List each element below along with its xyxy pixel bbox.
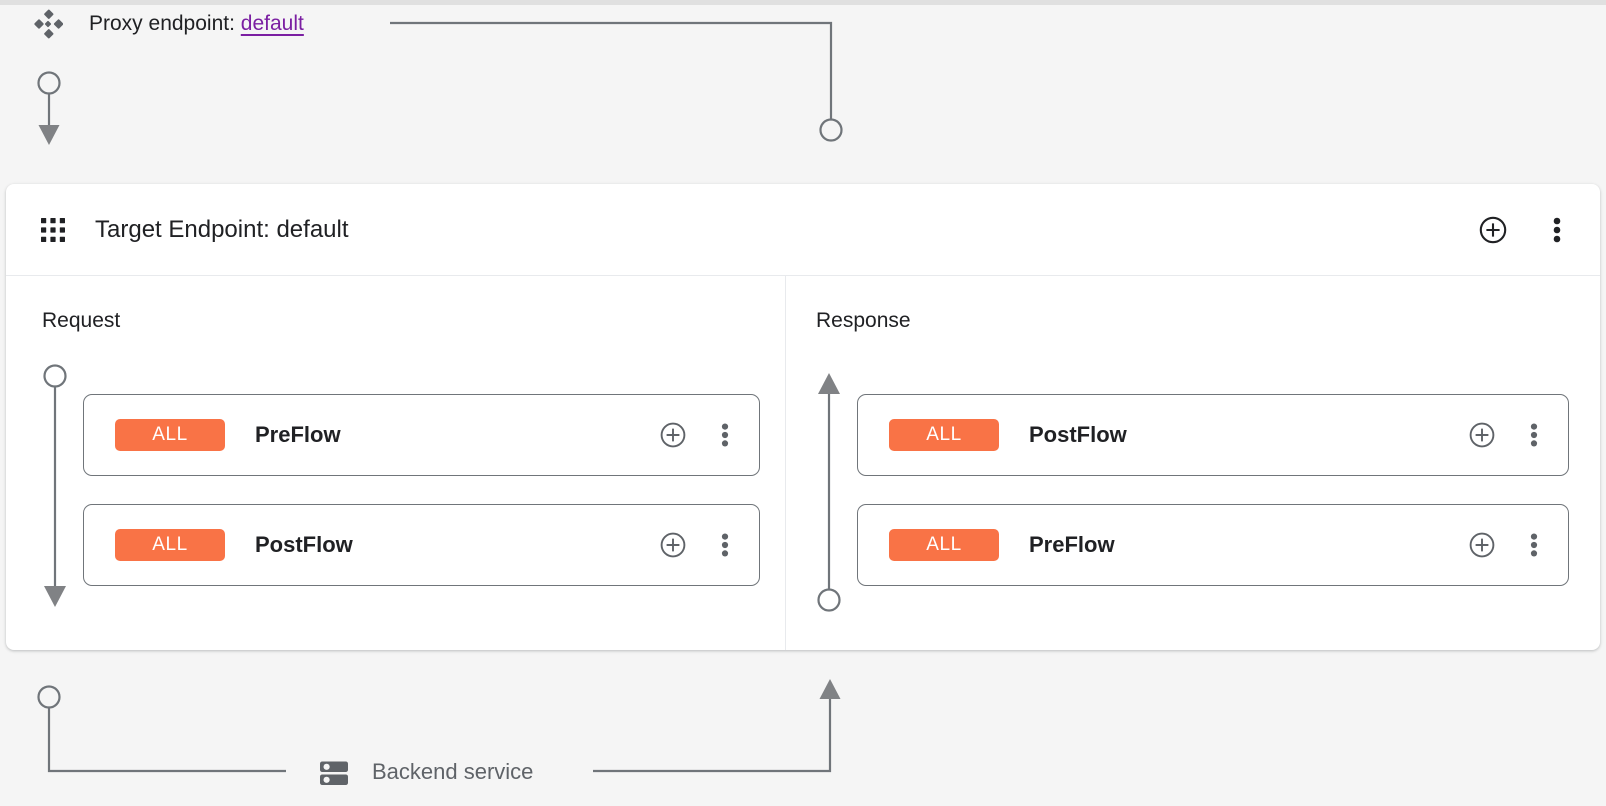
- kebab-menu-icon: [721, 532, 729, 558]
- add-policy-button[interactable]: [659, 421, 687, 449]
- plus-circle-icon: [660, 532, 686, 558]
- response-flow-rail: [817, 373, 841, 612]
- arrow-down-request-in: [38, 125, 60, 145]
- connector-target-to-backend: [47, 707, 286, 773]
- response-column: Response ALL PostFlow: [785, 276, 1599, 650]
- flow-more-button[interactable]: [711, 421, 739, 449]
- flow-card-actions: [1468, 531, 1548, 559]
- add-policy-button[interactable]: [1478, 215, 1508, 245]
- request-flow-rail: [43, 364, 67, 607]
- connector-node-request-in: [37, 71, 61, 95]
- grid-dots-icon: [40, 217, 66, 243]
- flow-more-button[interactable]: [711, 531, 739, 559]
- kebab-menu-icon: [721, 422, 729, 448]
- backend-service-row[interactable]: Backend service: [318, 752, 533, 792]
- rail-node-request-start: [43, 364, 67, 388]
- flow-badge: ALL: [115, 529, 225, 561]
- target-endpoint-header[interactable]: Target Endpoint: default: [6, 184, 1600, 276]
- flow-name: PreFlow: [1029, 532, 1115, 557]
- flow-badge: ALL: [889, 419, 999, 451]
- add-policy-button[interactable]: [659, 531, 687, 559]
- proxy-diamond-icon: [33, 9, 64, 39]
- request-column: Request ALL PreFlow: [6, 276, 785, 650]
- top-edge-strip: [0, 0, 1606, 5]
- proxy-endpoint-label: Proxy endpoint:: [89, 12, 235, 35]
- connector-proxy-to-target: [390, 21, 833, 120]
- plus-circle-icon: [1469, 422, 1495, 448]
- connector-node-proxy-out: [819, 118, 843, 142]
- plus-circle-icon: [1469, 532, 1495, 558]
- flow-badge: ALL: [889, 529, 999, 561]
- arrow-down-request-end: [44, 586, 66, 607]
- flow-card-request-postflow[interactable]: ALL PostFlow: [83, 504, 760, 586]
- flow-card-actions: [659, 421, 739, 449]
- response-flow-list: ALL PostFlow: [857, 394, 1569, 586]
- proxy-endpoint-title: Proxy endpoint: default: [89, 9, 304, 39]
- backend-service-label: Backend service: [372, 759, 534, 784]
- plus-circle-icon: [1479, 216, 1507, 244]
- target-endpoint-body: Request ALL PreFlow: [6, 276, 1600, 650]
- kebab-menu-icon: [1530, 422, 1538, 448]
- kebab-menu-icon: [1553, 216, 1561, 244]
- arrow-up-backend-return: [819, 679, 841, 699]
- kebab-menu-icon: [1530, 532, 1538, 558]
- flow-card-request-preflow[interactable]: ALL PreFlow: [83, 394, 760, 476]
- flow-more-button[interactable]: [1520, 421, 1548, 449]
- flow-name: PreFlow: [255, 422, 341, 447]
- flow-more-button[interactable]: [1520, 531, 1548, 559]
- add-policy-button[interactable]: [1468, 421, 1496, 449]
- flow-card-response-preflow[interactable]: ALL PreFlow: [857, 504, 1569, 586]
- flow-name: PostFlow: [255, 532, 353, 557]
- request-flow-list: ALL PreFlow: [83, 394, 760, 586]
- response-column-label: Response: [816, 309, 911, 332]
- rail-node-response-start: [817, 588, 841, 612]
- connector-node-target-out: [37, 685, 61, 709]
- flow-card-response-postflow[interactable]: ALL PostFlow: [857, 394, 1569, 476]
- target-endpoint-header-actions: [1478, 215, 1572, 245]
- request-column-label: Request: [42, 309, 121, 332]
- add-policy-button[interactable]: [1468, 531, 1496, 559]
- flow-card-actions: [1468, 421, 1548, 449]
- proxy-endpoint-link[interactable]: default: [240, 12, 304, 35]
- flow-name: PostFlow: [1029, 422, 1127, 447]
- proxy-endpoint-row: Proxy endpoint: default: [33, 8, 304, 40]
- flow-card-actions: [659, 531, 739, 559]
- target-endpoint-panel: Target Endpoint: default: [6, 184, 1600, 650]
- server-rack-icon: [318, 756, 350, 788]
- plus-circle-icon: [660, 422, 686, 448]
- connector-backend-to-target: [593, 694, 832, 773]
- arrow-up-response-end: [818, 373, 840, 394]
- page-title: Target Endpoint: default: [95, 215, 349, 243]
- target-endpoint-more-button[interactable]: [1542, 215, 1572, 245]
- flow-badge: ALL: [115, 419, 225, 451]
